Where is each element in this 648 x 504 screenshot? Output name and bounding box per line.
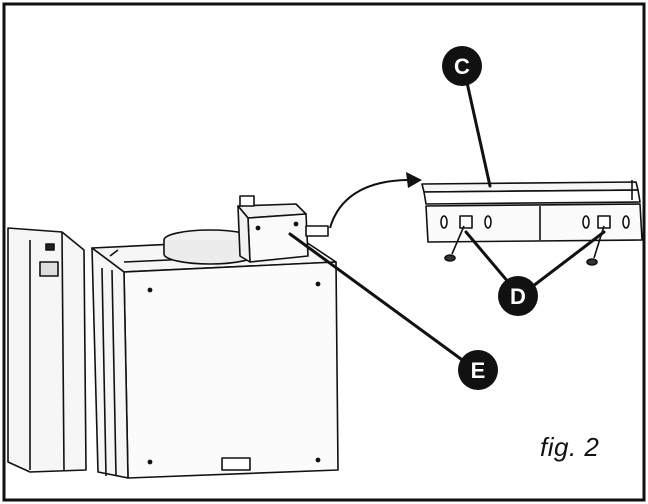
callout-c-badge	[442, 46, 482, 86]
mounting-bracket	[421, 180, 643, 266]
callout-d-badge	[498, 276, 538, 316]
callout-e-label: E	[471, 358, 486, 383]
callout-d-label: D	[510, 284, 526, 309]
firebox-unit	[7, 227, 339, 479]
curved-arrow	[329, 179, 411, 229]
arrow-head-icon	[406, 172, 422, 188]
callout-e-badge	[458, 350, 498, 390]
figure-caption: fig. 2	[540, 432, 600, 462]
callout-d: D	[498, 276, 538, 316]
callout-c-label: C	[454, 54, 470, 79]
callout-c: C	[442, 46, 482, 86]
blower-assembly	[163, 195, 329, 265]
callout-e: E	[458, 350, 498, 390]
